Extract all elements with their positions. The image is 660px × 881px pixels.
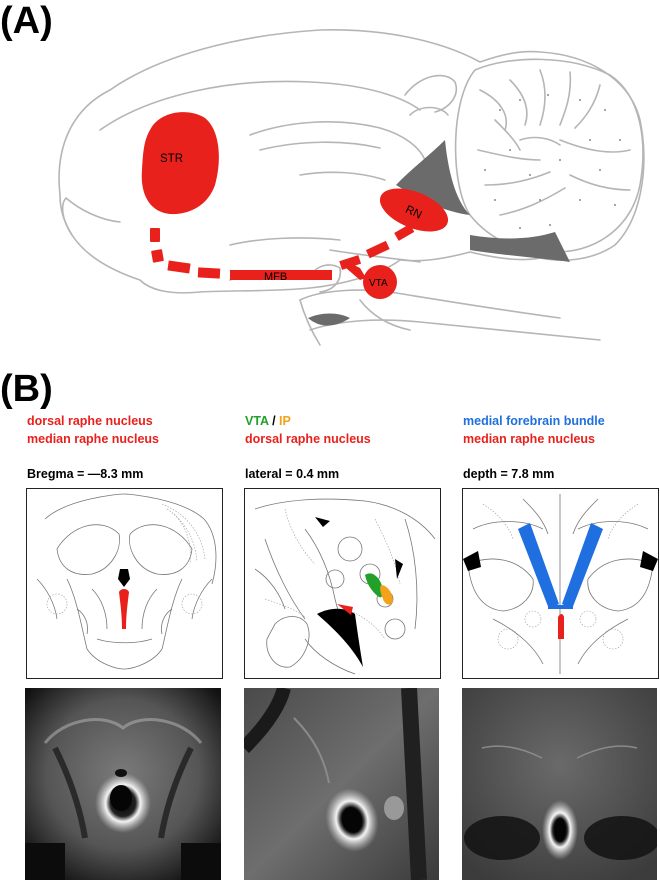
vta-target <box>365 573 383 597</box>
col1-coordinate: Bregma = —8.3 mm <box>27 466 143 483</box>
ventral-ventricle <box>308 314 350 326</box>
mri-sagittal-image <box>244 688 439 880</box>
sagittal-atlas-drawing <box>245 489 440 678</box>
mri-horizontal-image <box>462 688 657 880</box>
cerebellum-outline <box>456 59 643 252</box>
separator-text: / <box>269 414 279 428</box>
str-label: STR <box>160 153 183 165</box>
horizontal-atlas-drawing <box>463 489 658 678</box>
ip-text: IP <box>279 414 291 428</box>
col3-target-line1: medial forebrain bundle <box>463 413 605 430</box>
ventricle-black-right <box>640 551 658 571</box>
col2-target-line1: VTA / IP <box>245 413 291 430</box>
ventricle-black-left <box>463 551 481 571</box>
dorsal-raphe-target <box>119 589 129 629</box>
vta-text: VTA <box>245 414 269 428</box>
col3-target-line2: median raphe nucleus <box>463 431 595 448</box>
mri-coronal-image <box>25 688 221 880</box>
ventricle-black-3 <box>395 559 403 579</box>
col3-coordinate: depth = 7.8 mm <box>463 466 554 483</box>
mfb-right-target <box>562 523 603 609</box>
ip-target <box>380 585 393 605</box>
coronal-atlas-drawing <box>27 489 222 678</box>
lower-ventricle <box>470 232 570 262</box>
mfb-label: MFB <box>264 271 287 283</box>
olfactory-bulb-outline <box>63 198 120 235</box>
col1-target-line1: dorsal raphe nucleus <box>27 413 153 430</box>
atlas-coronal-box <box>26 488 223 679</box>
col2-coordinate: lateral = 0.4 mm <box>245 466 339 483</box>
panel-b-label: (B) <box>0 370 53 408</box>
ventricle-black-1 <box>315 517 330 527</box>
median-raphe-target <box>558 614 564 639</box>
atlas-horizontal-box <box>462 488 659 679</box>
cerebral-aqueduct <box>118 569 130 587</box>
col1-target-line2: median raphe nucleus <box>27 431 159 448</box>
sagittal-brain-diagram: STR RN MFB VTA <box>0 0 660 360</box>
vta-label: VTA <box>369 278 388 289</box>
atlas-sagittal-box <box>244 488 441 679</box>
col2-target-line2: dorsal raphe nucleus <box>245 431 371 448</box>
mfb-left-target <box>518 523 559 609</box>
